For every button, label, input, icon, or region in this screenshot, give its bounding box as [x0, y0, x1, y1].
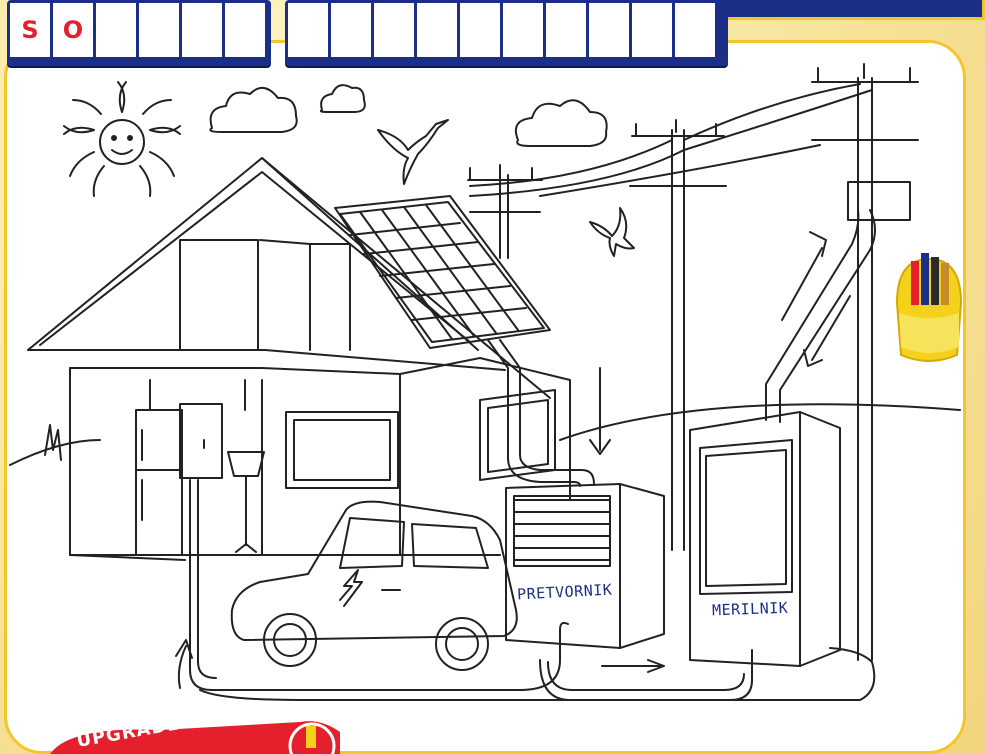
cloud: [516, 100, 607, 146]
utility-pole: [630, 120, 726, 550]
arrow-down: [590, 368, 610, 454]
cloud: [321, 85, 365, 112]
bird: [590, 208, 634, 256]
meter-label: MERILNIK: [712, 599, 789, 620]
meter-box: [690, 412, 840, 666]
cable: [540, 650, 752, 700]
sun-icon: [64, 82, 180, 196]
arrow-down: [804, 296, 850, 366]
pencil-cup-icon[interactable]: [893, 243, 965, 367]
arrow-up: [782, 232, 826, 320]
lightning-icon: [340, 570, 362, 606]
bird: [378, 120, 448, 184]
ground-line: [10, 404, 960, 465]
electric-car: [232, 502, 517, 670]
solar-panel: [335, 196, 550, 348]
arrow-right: [602, 660, 664, 672]
house: [28, 158, 570, 560]
grass-tuft: [45, 425, 61, 460]
cable: [200, 648, 874, 700]
conduit: [488, 340, 580, 486]
inverter-box: [506, 484, 664, 648]
cloud: [210, 88, 296, 132]
